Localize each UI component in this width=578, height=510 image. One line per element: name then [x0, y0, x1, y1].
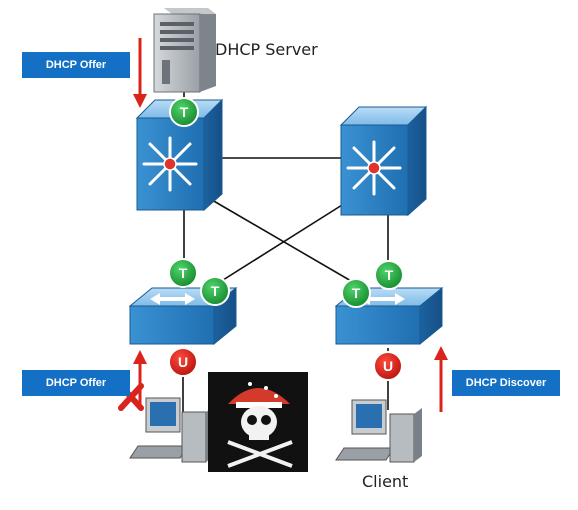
port-trusted-server: T [169, 97, 199, 127]
callout-dhcp-offer: DHCP Offer [22, 52, 130, 78]
port-trusted-left-2: T [200, 276, 230, 306]
rogue-dhcp-badge [208, 372, 308, 472]
port-untrusted-right: U [373, 351, 403, 381]
server-label: DHCP Server [215, 40, 318, 59]
trusted-port-mark: T [385, 267, 394, 283]
callout-dhcp-discover: DHCP Discover [452, 370, 560, 396]
trusted-port-mark: T [180, 104, 189, 120]
skull-crossbones-icon [227, 382, 293, 468]
trusted-port-mark: T [352, 285, 361, 301]
links [182, 92, 389, 412]
client-pc[interactable] [335, 399, 422, 463]
server-top [164, 8, 216, 14]
port-untrusted-left: U [168, 347, 198, 377]
link-core-left-access-right [211, 199, 371, 293]
callout-rogue-dhcp-offer: DHCP Offer [22, 370, 130, 396]
core-switch-right[interactable] [339, 105, 428, 217]
dhcp-server[interactable] [153, 8, 216, 93]
server-side [200, 14, 216, 92]
client-label: Client [362, 472, 409, 491]
untrusted-port-mark: U [383, 358, 393, 374]
arrow-discover-up [434, 346, 448, 412]
workgroup-switch-icon [150, 293, 195, 305]
untrusted-port-mark: U [178, 354, 188, 370]
trusted-port-mark: T [179, 265, 188, 281]
port-trusted-left-1: T [168, 258, 198, 288]
port-trusted-right-1: T [374, 260, 404, 290]
port-trusted-right-2: T [341, 278, 371, 308]
link-core-right-access-left [203, 199, 351, 293]
server-tower-icon [153, 13, 201, 93]
trusted-port-mark: T [211, 283, 220, 299]
arrow-offer-down [133, 38, 147, 108]
